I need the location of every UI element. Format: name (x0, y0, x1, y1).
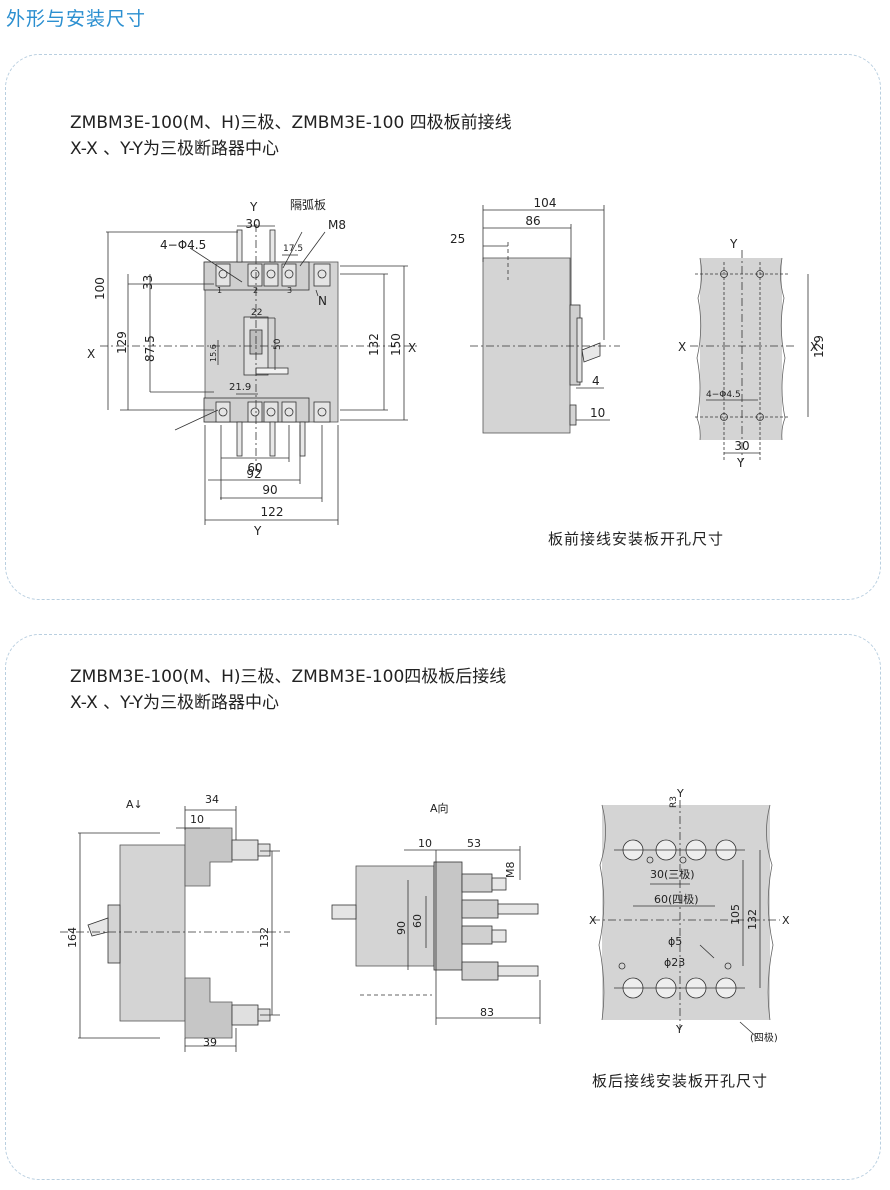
fv-label-x-right: X (408, 341, 416, 355)
cf-label-holes: 4−Φ4.5 (706, 390, 741, 400)
cr-label-x-right: X (782, 914, 790, 927)
rs-dim-10: 10 (190, 813, 204, 826)
av-label-a-dir: A向 (430, 801, 449, 815)
rs-dim-132: 132 (258, 927, 271, 948)
cutout-rear (592, 800, 780, 1041)
cr-dim-132: 132 (746, 909, 759, 930)
fv-dim-60: 60 (247, 461, 262, 475)
cr-dim-105: 105 (729, 904, 742, 925)
rs-label-a-arrow: A↓ (126, 798, 143, 811)
page-title: 外形与安装尺寸 (6, 8, 147, 30)
fv-label-y-top: Y (249, 200, 258, 214)
sv-dim-10: 10 (590, 406, 605, 420)
cr-dim-phi23: ϕ23 (664, 956, 685, 969)
fv-dim-132: 132 (367, 333, 381, 356)
cf-label-x-right: X (810, 340, 818, 354)
fv-dim-87-5: 87.5 (143, 335, 157, 362)
av-dim-53: 53 (467, 837, 481, 850)
fv-terminal-3: 3 (287, 286, 292, 295)
sv-dim-4: 4 (592, 374, 600, 388)
sv-dim-104: 104 (534, 196, 557, 210)
fv-dim-129: 129 (115, 331, 129, 354)
av-dim-90: 90 (395, 921, 408, 935)
cr-dim-60-4p: 60(四极) (654, 892, 699, 906)
fv-dim-122: 122 (261, 505, 284, 519)
fv-dim-150: 150 (389, 333, 403, 356)
fv-label-holes: 4−Φ4.5 (160, 238, 206, 252)
cf-dim-30: 30 (734, 439, 749, 453)
fv-dim-90: 90 (262, 483, 277, 497)
sv-dim-86: 86 (525, 214, 540, 228)
rs-dim-39: 39 (203, 1036, 217, 1049)
section1-title-line1: ZMBM3E-100(M、H)三极、ZMBM3E-100 四极板前接线 (70, 113, 512, 133)
av-dim-10: 10 (418, 837, 432, 850)
cf-label-y-top: Y (729, 237, 738, 251)
fv-label-y-bottom: Y (253, 524, 262, 538)
cr-label-y-top: Y (676, 787, 684, 800)
fv-dim-21-9: 21.9 (229, 382, 251, 393)
fv-dim-100: 100 (93, 277, 107, 300)
fv-label-n: N (318, 294, 327, 308)
fv-dim-50: 50 (273, 338, 283, 350)
cr-dim-phi5: ϕ5 (668, 935, 682, 948)
av-dim-60: 60 (411, 914, 424, 928)
cr-dim-30-3p: 30(三极) (650, 867, 695, 881)
fv-terminal-2: 2 (253, 286, 258, 295)
cr-label-y-bottom: Y (675, 1023, 683, 1036)
av-dim-83: 83 (480, 1006, 494, 1019)
section2-title-line2: X-X 、Y-Y为三极断路器中心 (70, 693, 280, 713)
rear-side-view (60, 806, 290, 1052)
fv-dim-92: 92 (246, 467, 261, 481)
cutout-front (690, 250, 809, 460)
fv-dim-33: 33 (141, 275, 155, 290)
fv-dim-22: 22 (251, 308, 262, 318)
section2-title-line1: ZMBM3E-100(M、H)三极、ZMBM3E-100四极板后接线 (70, 667, 507, 687)
cf-label-y-bottom: Y (736, 456, 745, 470)
cf-dim-129: 129 (812, 335, 826, 358)
section1-caption: 板前接线安装板开孔尺寸 (548, 530, 725, 548)
fv-dim-17-5: 17.5 (283, 244, 303, 254)
rs-dim-34: 34 (205, 793, 219, 806)
a-view (331, 846, 541, 1025)
fv-dim-30: 30 (245, 217, 260, 231)
cr-label-r3: R3 (669, 796, 679, 808)
cr-label-x-left: X (589, 914, 597, 927)
sv-dim-25: 25 (450, 232, 465, 246)
section2-caption: 板后接线安装板开孔尺寸 (592, 1072, 769, 1090)
cf-label-x-left: X (678, 340, 686, 354)
fv-label-x-left: X (87, 347, 95, 361)
fv-label-m8: M8 (328, 218, 346, 232)
section1-title-line2: X-X 、Y-Y为三极断路器中心 (70, 139, 280, 159)
cr-label-4p: (四极) (750, 1031, 778, 1044)
rs-dim-164: 164 (66, 927, 79, 948)
av-label-m8: M8 (504, 862, 517, 879)
side-view (470, 205, 620, 434)
section-rear-wiring (5, 634, 881, 1180)
front-view (100, 224, 420, 525)
section-front-wiring (5, 54, 881, 600)
fv-label-arc-plate: 隔弧板 (290, 198, 326, 212)
fv-terminal-1: 1 (217, 286, 222, 295)
fv-dim-15-6: 15.6 (209, 344, 218, 362)
